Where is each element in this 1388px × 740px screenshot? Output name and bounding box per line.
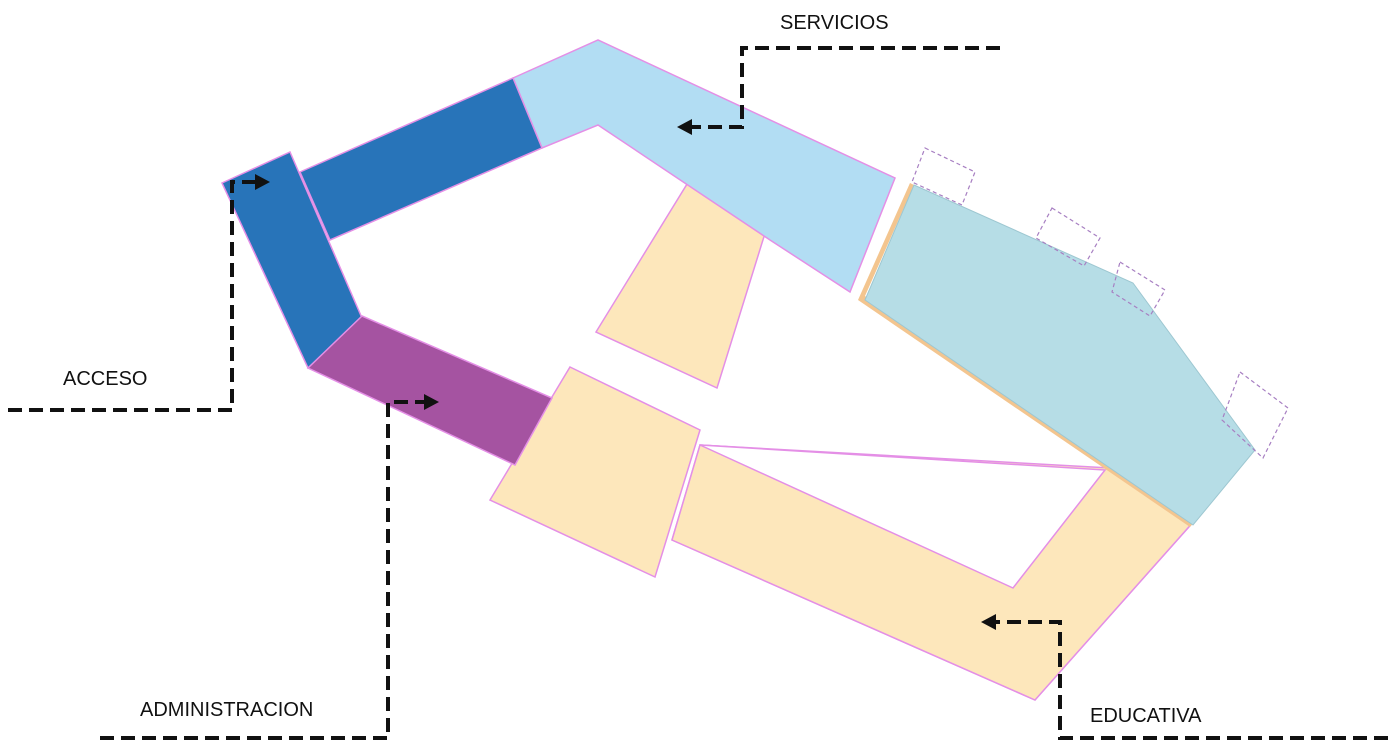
module-1 [911, 147, 976, 206]
module-4 [1221, 371, 1289, 459]
administracion-leader [100, 400, 424, 740]
acceso-arrowhead [255, 174, 270, 190]
acceso-leader [8, 180, 255, 412]
label-administracion: ADMINISTRACION [140, 699, 314, 721]
label-educativa: EDUCATIVA [1090, 705, 1202, 727]
educativa-leader [996, 620, 1388, 740]
servicios-leader [692, 46, 1000, 129]
acceso-band-upper [299, 77, 543, 241]
servicios-band [512, 39, 896, 294]
label-acceso: ACCESO [63, 368, 148, 390]
educativa-classroom-block [864, 184, 1256, 526]
servicios-arrowhead [677, 119, 692, 135]
administracion-band [306, 315, 554, 466]
educativa-courtyard [699, 444, 1107, 589]
administracion-arrowhead [424, 394, 439, 410]
educativa-arrowhead [981, 614, 996, 630]
label-servicios: SERVICIOS [780, 12, 889, 34]
module-3 [1111, 261, 1166, 317]
module-2 [1035, 207, 1101, 267]
